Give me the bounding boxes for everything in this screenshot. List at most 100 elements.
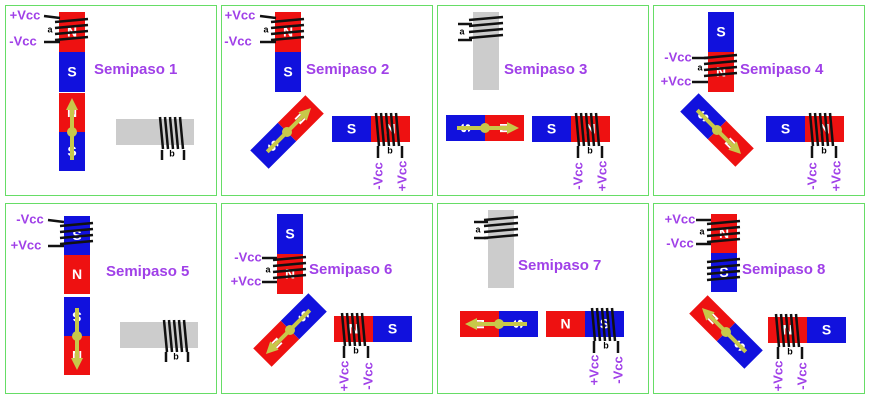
coil-label-b: b: [353, 345, 359, 355]
coil-winding: [794, 313, 801, 348]
lead-wire: [43, 14, 61, 20]
coil-label-a: a: [263, 24, 269, 34]
terminal-label: +Vcc: [828, 161, 843, 192]
pole-label: N: [385, 121, 395, 137]
rotor: NS: [64, 297, 90, 375]
coil-winding: [703, 65, 738, 72]
step-title: Semipaso 4: [740, 61, 824, 78]
coil-winding: [703, 59, 738, 66]
pole-label: N: [560, 316, 570, 332]
coil-winding: [394, 112, 401, 147]
coil-winding: [813, 112, 820, 147]
terminal-label: -Vcc: [360, 362, 375, 389]
coil-winding: [706, 275, 741, 282]
rotor-pivot: [282, 127, 292, 137]
pole-label: S: [285, 226, 294, 242]
coil-winding: [182, 319, 189, 353]
coil-label-b: b: [787, 346, 793, 356]
coil-winding: [167, 319, 174, 353]
rotor: NS: [689, 295, 763, 369]
magnet-half: [373, 316, 412, 342]
arrow-head: [507, 122, 519, 134]
magnet-half: [546, 311, 585, 337]
terminal-label: -Vcc: [370, 162, 385, 189]
coil-winding: [54, 23, 89, 30]
rotor-pivot: [72, 331, 82, 341]
coil-winding: [178, 116, 185, 150]
magnet-half: [766, 116, 805, 142]
coil-winding: [54, 35, 89, 42]
coil-winding: [579, 112, 586, 147]
magnet-half: [277, 254, 303, 294]
coil-winding: [594, 112, 601, 147]
coil-winding: [584, 112, 591, 147]
coil-label-b: b: [821, 145, 827, 155]
pole-label: S: [781, 121, 790, 137]
coil-label-b: b: [603, 340, 609, 350]
coil-winding: [468, 15, 504, 22]
terminal-label: -Vcc: [664, 49, 691, 64]
magnet-half: [332, 116, 371, 142]
coil-winding: [574, 112, 581, 147]
coil-winding: [270, 29, 305, 36]
panel-border: [5, 5, 217, 196]
coil-winding: [610, 307, 617, 342]
terminal-label: +Vcc: [394, 161, 409, 192]
coil-label-a: a: [697, 62, 703, 72]
coil-winding: [272, 267, 307, 274]
magnet-half: [64, 255, 90, 294]
pole-label: S: [547, 121, 556, 137]
terminal-label: +Vcc: [231, 273, 262, 288]
terminal-label: +Vcc: [665, 211, 696, 226]
coil-label-a: a: [699, 226, 705, 236]
terminal-label: -Vcc: [666, 235, 693, 250]
coil-winding: [158, 116, 165, 150]
coil-winding: [272, 255, 307, 262]
coil-winding: [168, 116, 175, 150]
panel-border: [221, 203, 433, 394]
coil-winding: [272, 261, 307, 268]
coil-winding: [468, 27, 504, 34]
terminal-label: +Vcc: [661, 73, 692, 88]
coil-winding: [162, 319, 169, 353]
pole-label: S: [716, 24, 725, 40]
lead-wire: [47, 218, 65, 224]
coil-winding: [706, 263, 741, 270]
rotor-pivot: [67, 127, 77, 137]
pole-label: S: [388, 321, 397, 337]
terminal-label: +Vcc: [586, 355, 601, 386]
coil-winding: [173, 116, 180, 150]
coil-winding: [706, 225, 741, 232]
magnet-half: [807, 317, 846, 343]
arrow-head: [265, 341, 279, 355]
coil-winding: [163, 116, 170, 150]
coil-label-b: b: [587, 145, 593, 155]
rotor: NS: [460, 311, 538, 337]
step-title: Semipaso 3: [504, 61, 587, 78]
coil-winding: [703, 53, 738, 60]
coil-winding: [590, 307, 597, 342]
rotor-pivot: [480, 123, 490, 133]
terminal-label: -Vcc: [16, 211, 43, 226]
coil-winding: [345, 312, 352, 347]
terminal-label: +Vcc: [11, 237, 42, 252]
step-title: Semipaso 7: [518, 257, 601, 274]
terminal-label: +Vcc: [336, 361, 351, 392]
arrow-head: [66, 98, 78, 110]
panel-border: [653, 203, 865, 394]
pole-label: S: [67, 64, 76, 80]
panel-border: [5, 203, 217, 394]
coil-winding: [379, 112, 386, 147]
coil-label-a: a: [265, 264, 271, 274]
step-title: Semipaso 8: [742, 261, 825, 278]
coil-winding: [483, 233, 519, 240]
magnet-half: [708, 52, 734, 92]
coil-label-b: b: [387, 145, 393, 155]
rotor: NS: [250, 95, 324, 169]
pole-label: N: [819, 121, 829, 137]
